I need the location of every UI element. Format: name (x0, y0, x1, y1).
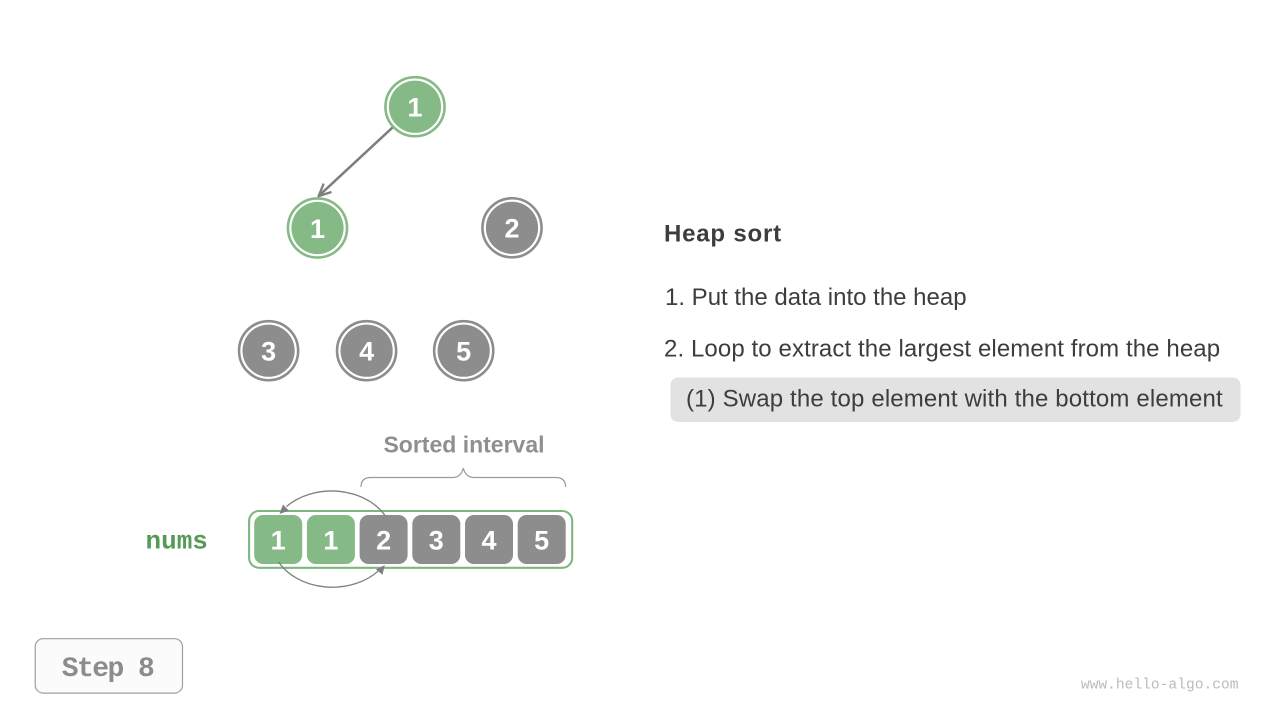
svg-text:(1) Swap the top element with: (1) Swap the top element with the bottom… (686, 385, 1223, 412)
svg-text:1. Put the data into the heap: 1. Put the data into the heap (665, 284, 967, 311)
svg-text:nums: nums (146, 527, 208, 557)
svg-text:5: 5 (534, 525, 549, 555)
svg-text:3: 3 (261, 337, 276, 367)
svg-text:3: 3 (429, 525, 444, 555)
svg-text:Sorted interval: Sorted interval (383, 431, 544, 457)
svg-text:1: 1 (407, 93, 422, 123)
svg-text:Heap sort: Heap sort (664, 221, 782, 248)
svg-text:1: 1 (310, 214, 325, 244)
svg-text:www.hello-algo.com: www.hello-algo.com (1081, 678, 1239, 694)
svg-text:2: 2 (376, 525, 391, 555)
svg-text:2. Loop to extract the largest: 2. Loop to extract the largest element f… (664, 336, 1220, 363)
svg-text:4: 4 (359, 337, 374, 367)
svg-text:5: 5 (456, 337, 471, 367)
svg-text:4: 4 (481, 525, 496, 555)
svg-text:2: 2 (504, 214, 519, 244)
svg-text:Step 8: Step 8 (62, 654, 154, 685)
svg-text:1: 1 (271, 525, 286, 555)
svg-text:1: 1 (323, 525, 338, 555)
